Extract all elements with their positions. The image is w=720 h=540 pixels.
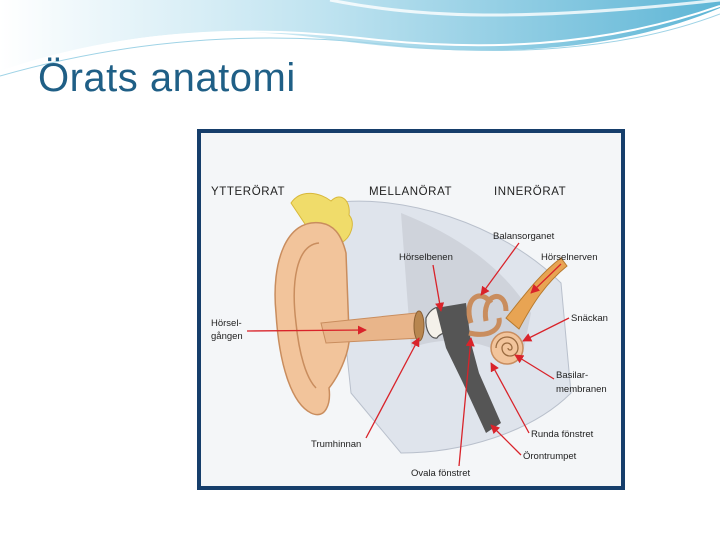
label-basilar-line1: Basilar- [556,370,588,381]
label-ear-canal-line1: Hörsel- [211,318,242,329]
region-label-middle-ear: MELLANÖRAT [369,186,452,198]
label-basilar-line2: membranen [556,384,607,395]
ear-anatomy-diagram: YTTERÖRAT MELLANÖRAT INNERÖRAT Balansorg… [197,129,625,490]
region-label-inner-ear: INNERÖRAT [494,186,566,198]
eardrum [414,311,424,341]
ear-illustration: YTTERÖRAT MELLANÖRAT INNERÖRAT Balansorg… [201,133,621,486]
label-auditory-nerve: Hörselnerven [541,252,598,263]
auricle [275,223,349,415]
label-ear-canal-line2: gången [211,331,243,342]
slide-title: Örats anatomi [38,56,296,101]
label-eustachian-tube: Örontrumpet [523,451,577,462]
region-label-outer-ear: YTTERÖRAT [211,186,285,198]
label-round-window: Runda fönstret [531,429,594,440]
cochlea [491,332,523,364]
label-oval-window: Ovala fönstret [411,468,470,479]
label-balance-organ: Balansorganet [493,231,555,242]
label-ossicles: Hörselbenen [399,252,453,263]
label-cochlea: Snäckan [571,313,608,324]
label-eardrum: Trumhinnan [311,439,361,450]
